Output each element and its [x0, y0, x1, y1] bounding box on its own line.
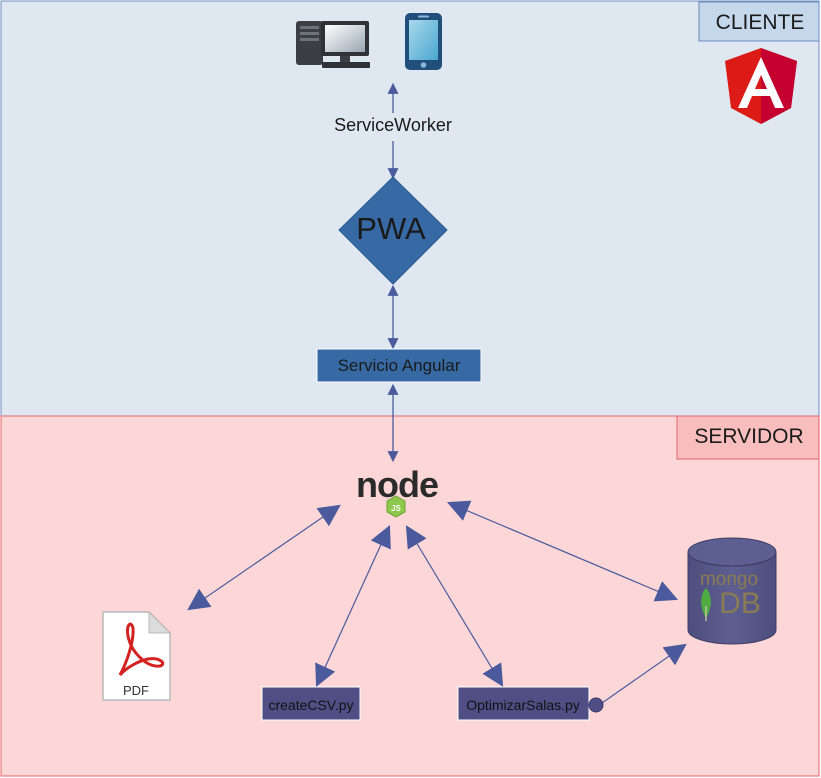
createcsv-script-box: createCSV.py — [261, 686, 361, 721]
server-label: SERVIDOR — [694, 425, 803, 448]
optimizar-script-box: OptimizarSalas.py — [457, 686, 604, 721]
mongo-word: mongo — [700, 569, 758, 590]
optimizar-connector-dot — [588, 697, 604, 713]
pwa-node: PWA — [338, 176, 448, 285]
createcsv-label: createCSV.py — [268, 697, 353, 713]
smartphone-icon — [405, 13, 442, 70]
arrow-node-optimizar — [405, 525, 504, 687]
node-logo-badge: JS — [391, 504, 401, 513]
service-worker-label: ServiceWorker — [334, 115, 452, 135]
pdf-label: PDF — [123, 683, 149, 698]
client-label: CLIENTE — [716, 11, 805, 34]
mongo-leaf-icon — [701, 588, 711, 618]
client-label-box — [698, 1, 820, 42]
mongo-db-word: DB — [719, 587, 761, 620]
angular-logo — [725, 48, 797, 124]
nodejs-logo: node JS — [356, 464, 439, 518]
optimizar-label: OptimizarSalas.py — [466, 697, 580, 713]
arrow-node-mongodb — [446, 500, 679, 602]
angular-service-box: Servicio Angular — [316, 348, 482, 383]
desktop-computer-icon — [296, 21, 370, 68]
server-label-box — [676, 415, 820, 460]
pwa-label: PWA — [356, 211, 426, 246]
arrow-node-pdf — [187, 504, 341, 611]
arrow-optimizar-mongodb — [601, 643, 687, 704]
mongodb-database: mongo DB — [687, 537, 777, 645]
angular-service-label: Servicio Angular — [338, 356, 461, 375]
arrow-node-createcsv — [315, 524, 391, 688]
pdf-document-icon: PDF — [102, 610, 172, 701]
